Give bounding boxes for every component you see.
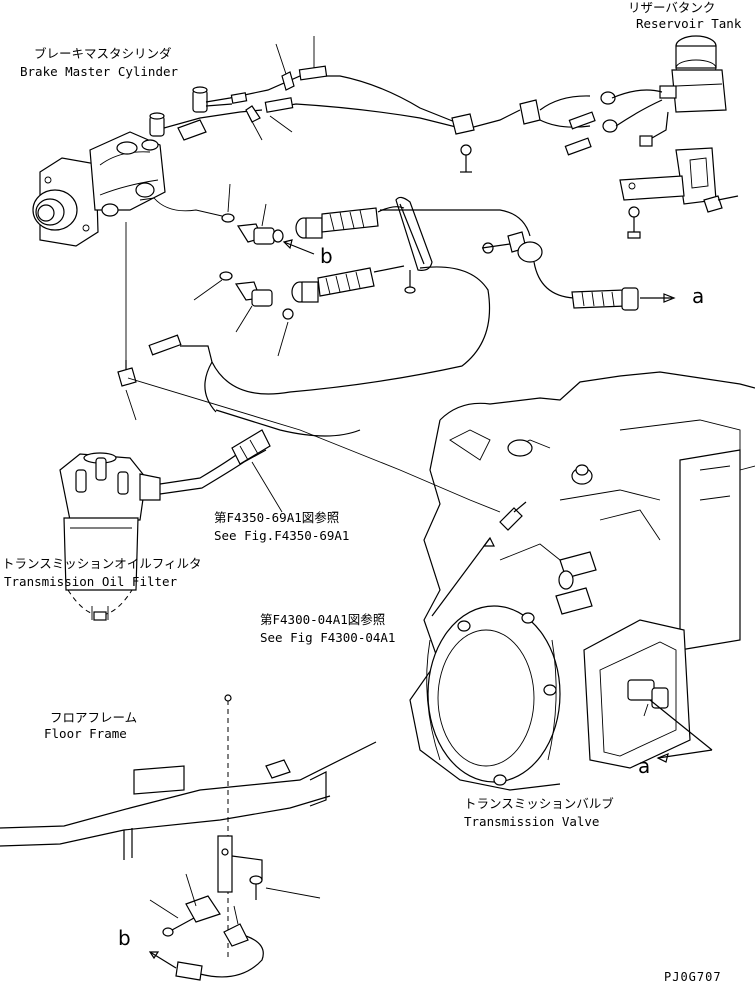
connector-b-top: b bbox=[320, 244, 333, 268]
reservoir-tank-jp-label: リザーバタンク bbox=[628, 0, 716, 15]
fig-ref-2-jp-label: 第F4300-04A1図参照 bbox=[260, 612, 386, 627]
fig-ref-2-en-label: See Fig F4300-04A1 bbox=[260, 630, 396, 645]
reservoir-tank bbox=[611, 35, 727, 147]
arrow-to-b-top bbox=[282, 239, 315, 255]
connector-a-bottom: a bbox=[638, 754, 651, 778]
floor-frame-jp-label: フロアフレーム bbox=[50, 710, 138, 725]
trans-oil-filter-jp-label: トランスミッションオイルフィルタ bbox=[2, 556, 202, 571]
brake-master-cylinder bbox=[32, 86, 208, 247]
tee-fitting bbox=[117, 360, 137, 387]
leader-lines-mid bbox=[251, 461, 495, 617]
transmission-oil-filter bbox=[59, 429, 271, 621]
connector-a-top: a bbox=[692, 284, 705, 308]
brake-lines bbox=[163, 65, 618, 173]
hose-assemblies bbox=[148, 196, 531, 413]
floor-frame-en-label: Floor Frame bbox=[44, 726, 127, 741]
drawing-code: PJ0G707 bbox=[664, 970, 722, 984]
transmission bbox=[409, 371, 755, 791]
fig-ref-1-jp-label: 第F4350-69A1図参照 bbox=[214, 510, 340, 525]
fig-ref-1-en-label: See Fig.F4350-69A1 bbox=[214, 528, 350, 543]
trans-valve-en-label: Transmission Valve bbox=[464, 814, 600, 829]
reservoir-bracket bbox=[619, 147, 739, 239]
trans-valve-jp-label: トランスミッションバルブ bbox=[464, 796, 614, 811]
brake-master-cylinder-jp-label: ブレーキマスタシリンダ bbox=[34, 46, 172, 61]
clamp-hose-to-a bbox=[481, 231, 676, 311]
connector-b-bottom: b bbox=[118, 926, 131, 950]
brake-master-cylinder-en-label: Brake Master Cylinder bbox=[20, 64, 179, 79]
trans-oil-filter-en-label: Transmission Oil Filter bbox=[4, 574, 178, 589]
leader-lines-top bbox=[125, 36, 315, 421]
line-to-transmission bbox=[127, 377, 501, 513]
reservoir-tank-en-label: Reservoir Tank bbox=[636, 16, 742, 31]
floor-frame bbox=[0, 694, 377, 981]
elbow-fittings bbox=[219, 213, 294, 320]
